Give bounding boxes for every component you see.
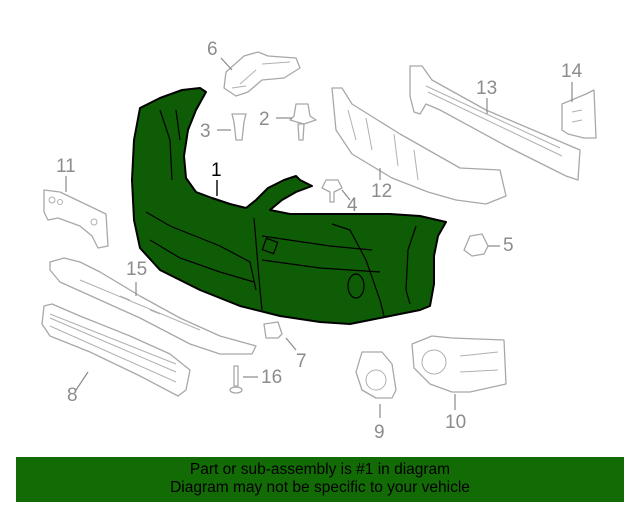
part-16-screw[interactable] [229,365,258,394]
part-8-grille[interactable] [41,303,191,397]
part-10-foglamp-bracket[interactable] [411,335,507,410]
part-13-reinforcement[interactable] [409,65,581,181]
part-9-foglamp-cover[interactable] [355,351,397,418]
callout-1: 1 [211,160,222,181]
callout-15: 15 [126,259,148,280]
part-5-nut[interactable] [463,233,500,257]
info-banner: Part or sub-assembly is #1 in diagram Di… [16,457,624,502]
part-12-absorber[interactable] [331,87,507,205]
part-2-bolt[interactable] [276,103,317,141]
callout-7: 7 [296,351,307,372]
part-6-bracket[interactable] [220,51,301,97]
part-4-clip[interactable] [321,179,351,203]
callout-6: 6 [207,39,218,60]
callout-3: 3 [200,121,211,142]
callout-12: 12 [371,181,393,202]
callout-11: 11 [56,156,76,177]
callout-4: 4 [347,195,358,216]
part-15-deflector[interactable] [49,257,257,355]
parts-diagram [41,51,597,418]
callout-2: 2 [259,109,270,130]
part-14-bracket[interactable] [561,82,597,139]
callout-10: 10 [445,412,467,433]
callout-8: 8 [67,385,78,406]
callout-9: 9 [374,422,385,443]
part-3-clip[interactable] [217,113,247,141]
callout-13: 13 [476,78,498,99]
callout-14: 14 [561,61,583,82]
callout-16: 16 [261,367,283,388]
part-11-bracket[interactable] [43,176,109,249]
part-7-cover[interactable] [263,321,297,351]
part-1-bumper-cover[interactable] [131,87,447,325]
banner-line-disclaimer: Diagram may not be specific to your vehi… [170,479,470,496]
banner-line-part-number: Part or sub-assembly is #1 in diagram [189,461,451,478]
callout-5: 5 [503,235,514,256]
